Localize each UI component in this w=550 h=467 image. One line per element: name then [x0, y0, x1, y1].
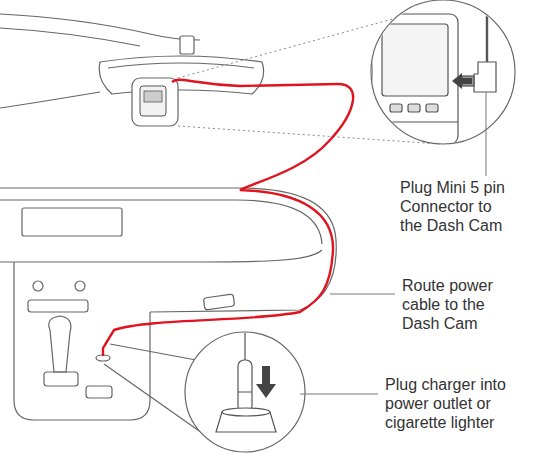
callout-text: Plug Mini 5 pin Connector to the Dash Ca… [400, 178, 512, 235]
callout-text: Route power cable to the Dash Cam [402, 276, 514, 333]
leader-line [330, 294, 395, 295]
callout-text: Plug charger into power outlet or cigare… [385, 375, 525, 432]
dash-cam-inset [371, 0, 515, 176]
charger-inset [185, 330, 378, 452]
power-cable [103, 80, 353, 356]
